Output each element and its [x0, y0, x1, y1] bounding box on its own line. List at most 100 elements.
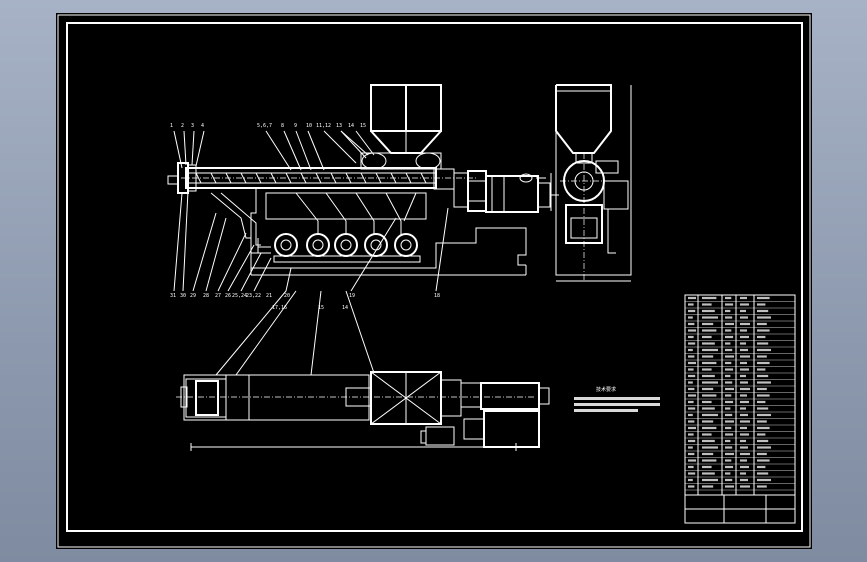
parts-row-text — [688, 303, 694, 306]
callout-top-4: 4 — [201, 123, 204, 129]
parts-list — [684, 294, 796, 524]
technical-notes: 技术要求 — [574, 386, 660, 412]
parts-row-text — [757, 465, 766, 469]
parts-row-text — [740, 485, 750, 488]
parts-row-text — [725, 472, 731, 475]
feeder-box — [360, 152, 442, 170]
parts-row-text — [757, 446, 771, 449]
machine-base — [250, 188, 527, 269]
parts-row-text — [688, 413, 693, 417]
parts-row-text — [725, 335, 734, 339]
parts-row-text — [725, 361, 732, 365]
parts-row-text — [740, 426, 747, 430]
parts-row-text — [740, 329, 747, 332]
parts-row-text — [702, 394, 717, 397]
parts-row-text — [740, 433, 749, 436]
parts-row-text — [740, 342, 746, 345]
parts-row-text — [702, 322, 714, 326]
parts-row-text — [740, 439, 746, 443]
parts-row-text — [757, 452, 767, 456]
parts-row-text — [757, 381, 771, 384]
parts-row-text — [702, 374, 715, 378]
parts-row-text — [740, 303, 749, 306]
parts-row-text — [757, 316, 771, 319]
callout-bottom-2: 30 — [180, 293, 186, 299]
plan-view: 17,16 15 14 — [176, 290, 550, 451]
callout-bottom-5: 27 — [215, 293, 221, 299]
parts-row-text — [725, 387, 734, 391]
parts-row-text — [725, 420, 734, 423]
parts-row-text — [740, 335, 749, 339]
parts-row-text — [740, 478, 748, 482]
parts-row-text — [688, 446, 693, 449]
parts-row-text — [702, 439, 715, 443]
plan-barrel — [183, 374, 370, 421]
parts-row-text — [702, 452, 714, 456]
parts-row-text — [702, 426, 717, 430]
parts-row-text — [702, 400, 712, 404]
parts-row-text — [702, 381, 718, 384]
parts-row-text — [740, 309, 746, 313]
parts-row-text — [740, 452, 750, 456]
callout-top-1: 1 — [170, 123, 173, 129]
plan-motor-2 — [483, 410, 540, 448]
parts-row-text — [725, 355, 734, 358]
parts-row-text — [757, 439, 769, 443]
callout-top-2: 2 — [181, 123, 184, 129]
parts-row-text — [757, 400, 766, 404]
parts-row-text — [740, 387, 750, 391]
parts-row-text — [688, 452, 695, 456]
parts-row-text — [757, 472, 769, 475]
callout-bottom-4: 28 — [203, 293, 209, 299]
parts-row-text — [725, 478, 733, 482]
parts-row-text — [757, 329, 770, 332]
parts-row-text — [740, 446, 748, 449]
parts-row-text — [740, 316, 748, 319]
parts-row-text — [740, 459, 747, 462]
parts-row-text — [688, 485, 695, 488]
parts-row-text — [740, 465, 749, 469]
parts-row-text — [702, 485, 714, 488]
drawing-sheet: 1 2 3 4 5,6,7 8 9 10 11,12 13 14 15 31 3… — [56, 13, 812, 549]
callout-plan-1: 17,16 — [272, 305, 287, 311]
outer-border — [57, 14, 811, 548]
parts-row-text — [688, 420, 695, 423]
gear-reducer — [467, 170, 487, 212]
parts-row-text — [725, 342, 731, 345]
parts-row-text — [702, 342, 715, 345]
parts-row-text — [725, 407, 731, 410]
parts-row-text — [725, 348, 733, 352]
parts-row-text — [688, 381, 693, 384]
parts-row-text — [688, 374, 696, 378]
parts-row-text — [725, 394, 732, 397]
inner-border — [66, 22, 803, 532]
blower-fans — [273, 233, 421, 263]
parts-row-text — [757, 309, 769, 313]
parts-row-text — [725, 465, 734, 469]
parts-row-text — [725, 368, 734, 371]
callout-plan-3: 14 — [342, 305, 348, 311]
parts-row-text — [688, 361, 696, 365]
parts-row-text — [688, 309, 696, 313]
parts-row-text — [702, 446, 718, 449]
side-motor — [565, 204, 603, 244]
callout-bottom-1: 31 — [170, 293, 176, 299]
parts-row-text — [725, 485, 734, 488]
parts-row-text — [757, 361, 770, 365]
callout-top-10: 13 — [336, 123, 342, 129]
parts-row-text — [757, 296, 770, 300]
parts-row-text — [702, 465, 712, 469]
callout-bottom-6: 26 — [225, 293, 231, 299]
callout-bottom-8: 23,22 — [246, 293, 261, 299]
parts-row-text — [702, 420, 714, 423]
parts-row-text — [688, 433, 694, 436]
parts-row-text — [725, 309, 731, 313]
parts-row-text — [688, 439, 696, 443]
parts-row-text — [688, 478, 693, 482]
parts-row-text — [702, 309, 715, 313]
parts-row-text — [725, 400, 734, 404]
parts-row-text — [688, 394, 696, 397]
parts-row-text — [740, 322, 750, 326]
parts-row-text — [702, 316, 718, 319]
parts-row-text — [757, 368, 766, 371]
